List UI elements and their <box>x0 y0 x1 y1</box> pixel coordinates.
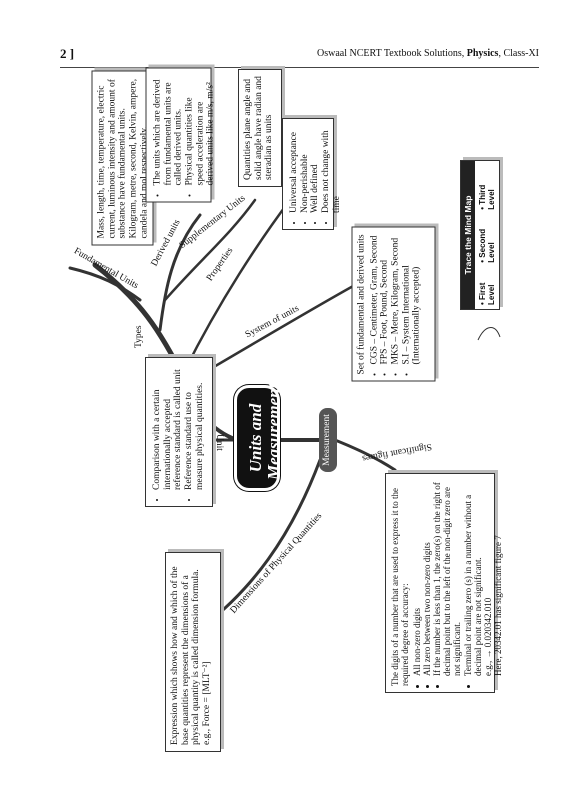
derived-item-1: The units which are derived from fundame… <box>153 75 185 185</box>
measurement-node: Measurement <box>319 408 337 472</box>
measurement-label: Measurement <box>322 414 332 466</box>
derived-units-box: The units which are derived from fundame… <box>145 67 216 203</box>
subject-text: Physics <box>466 48 499 59</box>
label-unit: Unit <box>214 434 224 451</box>
running-header: Oswaal NCERT Textbook Solutions, Physics… <box>317 48 539 59</box>
unit-item-2: Reference standard use to measure physic… <box>184 364 205 490</box>
derived-item-2: Physical quantities like speed accelerat… <box>184 75 216 185</box>
significant-item-1: All non-zero digits <box>412 480 422 676</box>
property-item-1: Universal acceptance <box>289 125 300 213</box>
significant-item-3: If the number is less than 1, the zero(s… <box>432 480 462 676</box>
dimension-formula-box: Expression which shows how and which of … <box>165 552 221 752</box>
supplementary-text: Quantities plane angle and solid angle h… <box>243 76 275 180</box>
property-item-4: Does not change with time <box>321 125 342 213</box>
trace-third-level: • Third Level <box>478 184 496 210</box>
significant-note: Here, 20342.01 has significant figure 7 <box>492 535 503 676</box>
significant-item-4: Terminal or trailing zero (s) in a numbe… <box>463 480 483 676</box>
trace-title: Trace the Mind Map <box>461 161 475 309</box>
significant-figures-box: The digits of a number that are used to … <box>385 473 503 693</box>
trace-legend: Trace the Mind Map • First Level • Secon… <box>460 160 500 310</box>
label-types: Types <box>134 325 144 348</box>
central-title-line2: Measurement <box>263 383 283 480</box>
publisher-text: Oswaal NCERT Textbook Solutions, <box>317 48 467 59</box>
trace-second-level: • Second Level <box>478 228 496 263</box>
dimension-text: Expression which shows how and which of … <box>170 566 202 745</box>
property-item-2: Non-perishable <box>300 125 311 213</box>
class-text: , Class-XI <box>498 48 539 59</box>
central-topic: Units and Measurement <box>237 384 283 488</box>
system-cgs: CGS – Centimeter, Gram, Second <box>369 234 380 365</box>
system-si: S.I – System International (Internationa… <box>401 234 422 364</box>
systems-of-units-box: Set of fundamental and derived units CGS… <box>351 226 436 382</box>
properties-box: Universal acceptance Non-perishable Well… <box>282 118 342 230</box>
unit-definition-box: Comparison with a certain internationall… <box>145 357 213 507</box>
supplementary-units-box: Quantities plane angle and solid angle h… <box>238 69 282 187</box>
fundamental-units-text: Mass, length, time, temperature, electri… <box>96 78 150 239</box>
dimension-example: e.g., Force = [MLT⁻²] <box>201 661 212 745</box>
system-fps: FPS – Foot, Pound, Second <box>380 234 391 365</box>
trace-first-level: • First Level <box>478 282 496 305</box>
page-number: 2 ] <box>60 46 75 61</box>
property-item-3: Well defined <box>310 125 321 213</box>
central-title-line1: Units and <box>246 403 265 473</box>
header-rule <box>60 67 539 68</box>
systems-title: Set of fundamental and derived units <box>356 234 367 375</box>
fundamental-units-box: Mass, length, time, temperature, electri… <box>91 70 154 246</box>
significant-item-2: All zero between two non-zero digits <box>422 480 432 676</box>
system-mks: MKS – Metre, Kilogram, Second <box>390 234 401 365</box>
unit-item-1: Comparison with a certain internationall… <box>152 364 184 490</box>
significant-intro: The digits of a number that are used to … <box>390 488 411 686</box>
significant-example: e.g., → 0.020342.010 <box>482 597 493 676</box>
